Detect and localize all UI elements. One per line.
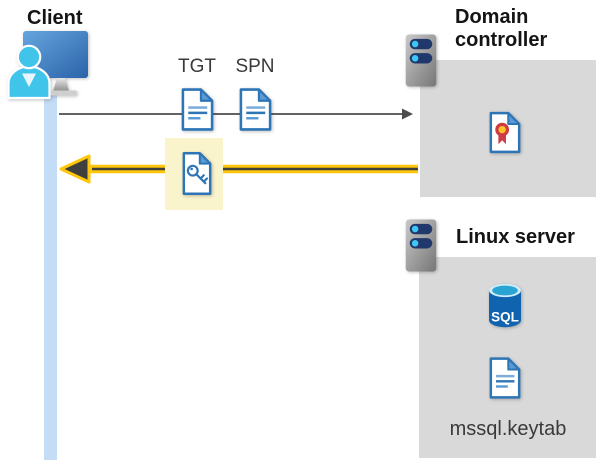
key-document-icon	[182, 152, 212, 195]
linux-server-label: Linux server	[456, 226, 575, 248]
tgt-document-icon	[181, 88, 214, 131]
monitor-icon	[23, 31, 88, 96]
client-connection-bar	[44, 94, 57, 460]
sql-badge-text: SQL	[491, 310, 519, 325]
client-icon	[7, 31, 88, 100]
user-icon	[7, 44, 51, 100]
domain-controller-server-icon	[405, 34, 437, 87]
linux-server-icon	[405, 219, 437, 272]
request-arrow	[59, 108, 413, 120]
certificate-icon	[489, 111, 521, 154]
key-glyph	[186, 164, 209, 185]
sql-database-icon: SQL	[489, 283, 521, 328]
spn-label: SPN	[235, 56, 275, 77]
response-arrow	[59, 154, 418, 184]
spn-document-icon	[239, 88, 272, 131]
domain-controller-label: Domain controller	[455, 6, 548, 51]
keytab-document-icon	[489, 357, 521, 399]
tgt-label: TGT	[178, 56, 216, 77]
client-label: Client	[27, 7, 83, 29]
keytab-file-label: mssql.keytab	[449, 418, 567, 440]
